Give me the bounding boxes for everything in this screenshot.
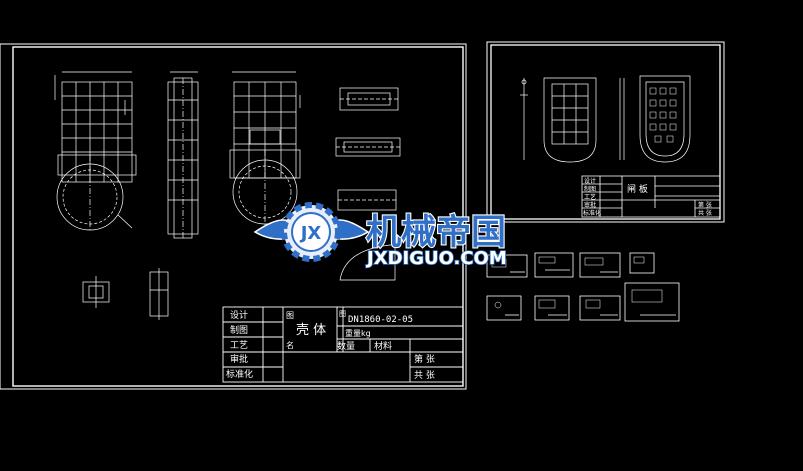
section-views: [335, 87, 401, 281]
watermark-cn-text: 机械帝国: [366, 213, 506, 253]
watermark-en-text: JXDIGUO.COM: [365, 248, 507, 269]
thumbnail-sheets[interactable]: [486, 252, 680, 322]
gate-plate-views: [520, 75, 691, 163]
title-block-1: [222, 306, 464, 383]
thumbnail-2[interactable]: [534, 252, 574, 278]
label-process: 工艺: [230, 340, 248, 351]
thumbnail-7[interactable]: [579, 295, 621, 321]
title-block-2: [581, 175, 721, 218]
front-view-right: [229, 71, 301, 230]
gear-icon: JX: [281, 202, 341, 262]
label-process-2: 工艺: [584, 193, 596, 201]
label-drawing-no: 图: [339, 310, 346, 318]
title-block-2-text: 设计 制图 工艺 审批 标准化 闸 板 第 张 共 张: [583, 177, 712, 217]
thumbnail-3[interactable]: [579, 252, 621, 278]
label-drafting-2: 制图: [584, 185, 596, 193]
label-material: 材料: [374, 340, 392, 352]
thumbnail-6[interactable]: [534, 295, 570, 321]
watermark-logo: JX 机械帝国 JXDIGUO.COM: [253, 202, 508, 270]
label-standardize: 标准化: [226, 368, 253, 380]
label-review-2: 审批: [584, 201, 596, 209]
front-view-left: [54, 71, 137, 232]
label-review: 审批: [230, 353, 248, 365]
thumbnail-5[interactable]: [486, 295, 522, 321]
drawing-sheet-2: [486, 41, 725, 223]
side-view: [167, 71, 199, 239]
drawing-sheet-1: [0, 43, 467, 390]
label-name-1: 图: [286, 311, 294, 320]
label-standardize-2: 标准化: [583, 209, 601, 217]
label-quantity: 数量: [337, 340, 355, 352]
label-drafting: 制图: [230, 324, 248, 336]
drawing-number: DN1860-02-05: [348, 315, 413, 325]
part-name-2: 闸 板: [627, 183, 648, 195]
part-name: 壳 体: [296, 323, 326, 338]
label-design-2: 设计: [584, 177, 596, 185]
label-sheet-no-2: 第 张: [698, 201, 712, 209]
label-sheet-no: 第 张: [414, 353, 435, 365]
detail-views: [82, 268, 169, 320]
badge-text: JX: [299, 223, 322, 244]
label-name-2: 名: [286, 340, 294, 350]
thumbnail-8[interactable]: [624, 282, 680, 322]
thumbnail-4[interactable]: [629, 252, 655, 274]
label-weight: 重量kg: [345, 328, 371, 338]
label-total-sheets: 共 张: [414, 370, 435, 381]
label-total-sheets-2: 共 张: [698, 209, 712, 217]
thumbnail-1[interactable]: [486, 254, 528, 278]
title-block-1-text: 设计 制图 工艺 审批 标准化 图 名 壳 体 图 DN1860-02-05 重…: [226, 309, 435, 381]
label-design: 设计: [230, 309, 248, 321]
